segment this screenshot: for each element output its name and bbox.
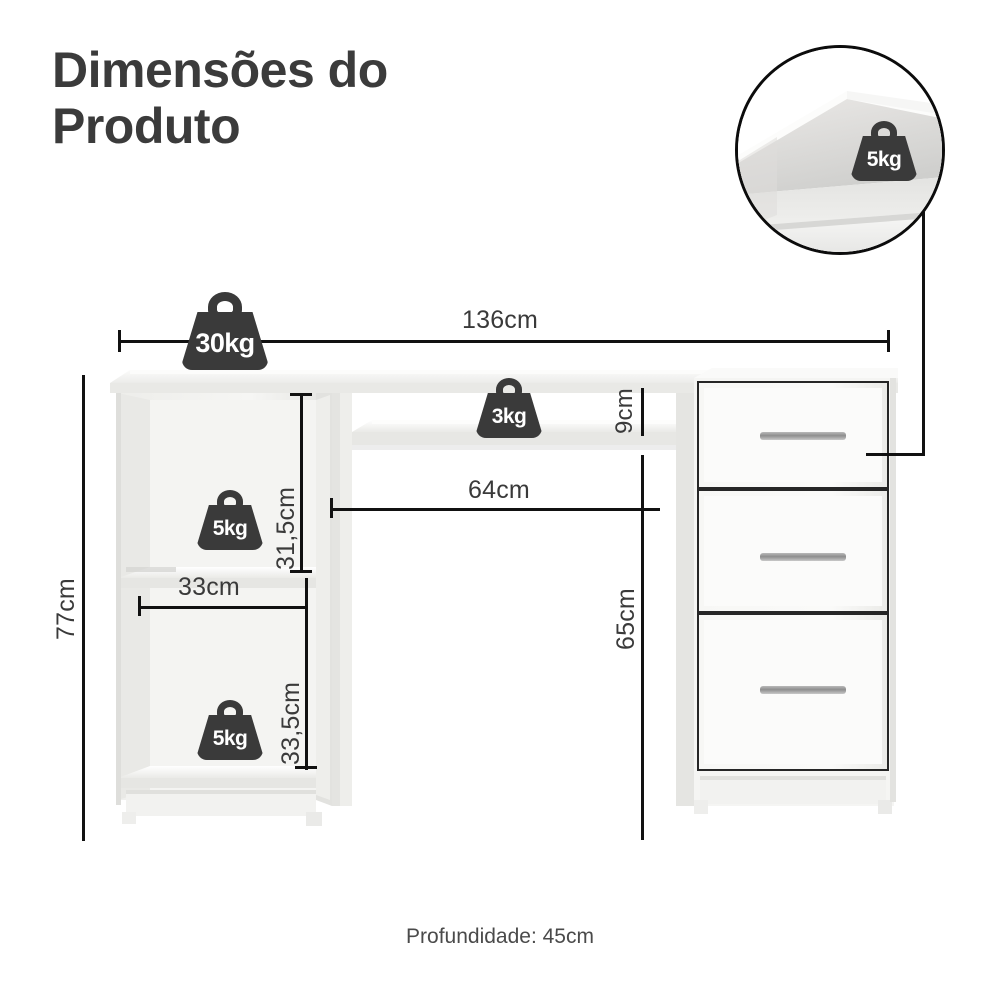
dimline-width-total [118,340,890,343]
dimlabel-shelf-lower-height: 33,5cm [277,681,305,765]
dimtick-lower-bottom [295,766,317,769]
dimtick-upper-top [290,393,312,396]
page-title-line1: Dimensões do [52,42,388,98]
drawer-interior-photo [738,48,942,252]
drawer-handle [760,432,846,440]
drawer-handle [760,686,846,694]
dimtick-shelfw-left [138,596,141,616]
callout-line-horizontal [866,453,925,456]
dimlabel-shelf-width: 33cm [178,573,240,601]
weight-body [182,312,268,370]
dimlabel-width-total: 136cm [462,306,539,334]
dimlabel-height-total: 77cm [52,578,80,640]
drawer-detail-inset: 5kg [735,45,945,255]
callout-line-vertical [922,212,925,456]
page-title: Dimensões do Produto [52,42,482,154]
drawer-handle [760,553,846,561]
weight-label: 5kg [212,517,248,540]
dimtick-upper-bottom [290,570,312,573]
weight-body [851,136,917,181]
shelf-board-bottom [118,766,316,788]
depth-caption: Profundidade: 45cm [406,925,594,948]
weight-badge-drawer: 5kg [851,121,917,181]
dimline-keyboard-gap [641,388,644,436]
keyboard-tray-assembly [332,393,676,806]
dimline-shelf-lower-height [305,578,308,770]
weight-label: 5kg [212,727,248,750]
weight-badge-desktop: 30kg [182,292,268,370]
dimlabel-keyboard-gap: 9cm [611,388,638,434]
shelf-board-middle [118,567,316,588]
dimline-open-span-height [641,455,644,840]
dimline-shelf-upper-height [300,393,303,573]
weight-badge-shelf-lower: 5kg [197,700,263,760]
weight-label: 30kg [195,327,255,358]
dimtick-width-right [887,330,890,352]
weight-body [476,393,542,438]
drawer-3[interactable] [697,613,889,771]
weight-label: 5kg [866,148,902,171]
weight-body [197,505,263,550]
weight-body [197,715,263,760]
dimtick-span-left [330,498,333,518]
drawer-2[interactable] [697,489,889,613]
dimline-height-total [82,375,85,841]
dimline-shelf-width [138,606,308,609]
dimlabel-shelf-upper-height: 31,5cm [272,486,300,570]
drawer-unit [676,368,898,814]
drawer-1[interactable] [697,381,889,489]
page-title-line2: Produto [52,98,241,154]
dimtick-width-left [118,330,121,352]
weight-label: 3kg [491,405,527,428]
weight-badge-shelf-upper: 5kg [197,490,263,550]
dimlabel-open-span-height: 65cm [612,588,640,650]
left-shelf-unit [116,393,332,826]
weight-badge-keyboard-tray: 3kg [476,378,542,438]
dimline-open-span-width [330,508,660,511]
dimlabel-open-span-width: 64cm [468,476,530,504]
